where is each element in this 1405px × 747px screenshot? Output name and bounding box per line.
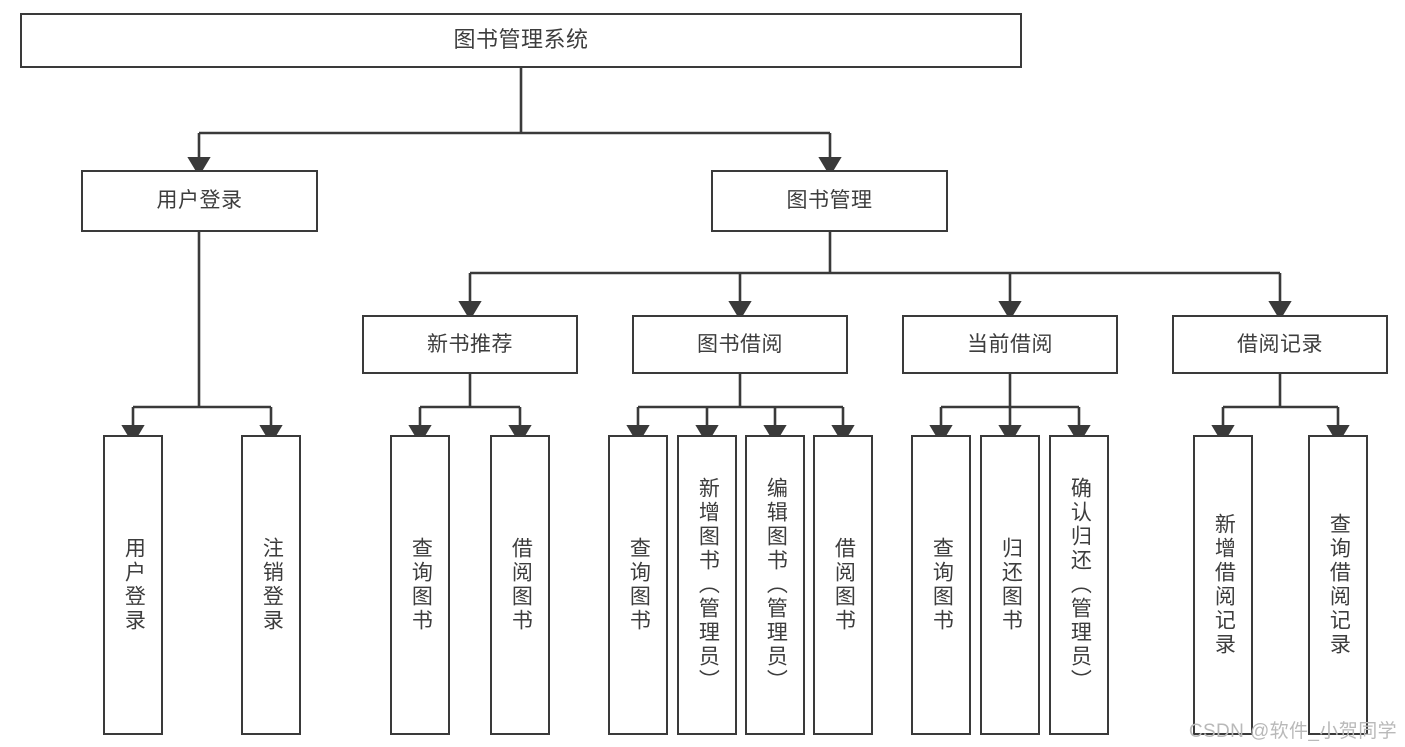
node-label: 编辑图书（管理员） (764, 477, 788, 693)
node-label: 新增图书（管理员） (696, 477, 720, 693)
node-label: 借阅图书 (509, 537, 533, 633)
leaf-current-query-book[interactable]: 查询图书 (911, 435, 971, 735)
leaf-record-query-record[interactable]: 查询借阅记录 (1308, 435, 1368, 735)
leaf-borrow-query-book[interactable]: 查询图书 (608, 435, 668, 735)
node-label: 用户登录 (122, 537, 146, 633)
node-label: 确认归还（管理员） (1068, 477, 1092, 693)
node-user-login[interactable]: 用户登录 (81, 170, 318, 232)
leaf-current-return-book[interactable]: 归还图书 (980, 435, 1040, 735)
leaf-borrow-borrow-book[interactable]: 借阅图书 (813, 435, 873, 735)
node-label: 查询图书 (409, 537, 433, 633)
node-label: 图书管理 (786, 189, 873, 213)
node-label: 归还图书 (999, 537, 1023, 633)
node-book-management[interactable]: 图书管理 (711, 170, 948, 232)
node-label: 新书推荐 (427, 332, 513, 356)
node-root-system[interactable]: 图书管理系统 (20, 13, 1022, 68)
node-book-borrow[interactable]: 图书借阅 (632, 315, 848, 374)
node-borrow-record[interactable]: 借阅记录 (1172, 315, 1388, 374)
node-label: 查询图书 (930, 537, 954, 633)
node-label: 图书借阅 (697, 332, 783, 356)
node-label: 新增借阅记录 (1212, 513, 1236, 657)
leaf-recommend-borrow-book[interactable]: 借阅图书 (490, 435, 550, 735)
leaf-recommend-query-book[interactable]: 查询图书 (390, 435, 450, 735)
node-label: 注销登录 (260, 537, 284, 633)
leaf-user-logout[interactable]: 注销登录 (241, 435, 301, 735)
leaf-current-confirm-return[interactable]: 确认归还（管理员） (1049, 435, 1109, 735)
node-label: 借阅图书 (832, 537, 856, 633)
node-label: 借阅记录 (1237, 332, 1323, 356)
leaf-record-add-record[interactable]: 新增借阅记录 (1193, 435, 1253, 735)
node-label: 当前借阅 (967, 332, 1053, 356)
node-new-book-recommend[interactable]: 新书推荐 (362, 315, 578, 374)
leaf-user-login[interactable]: 用户登录 (103, 435, 163, 735)
leaf-borrow-edit-book[interactable]: 编辑图书（管理员） (745, 435, 805, 735)
leaf-borrow-add-book[interactable]: 新增图书（管理员） (677, 435, 737, 735)
node-label: 用户登录 (156, 189, 243, 213)
node-current-borrow[interactable]: 当前借阅 (902, 315, 1118, 374)
node-label: 查询图书 (627, 537, 651, 633)
watermark-text: CSDN @软件_小贺同学 (1188, 721, 1397, 742)
node-label: 查询借阅记录 (1327, 513, 1351, 657)
node-label: 图书管理系统 (453, 27, 589, 53)
